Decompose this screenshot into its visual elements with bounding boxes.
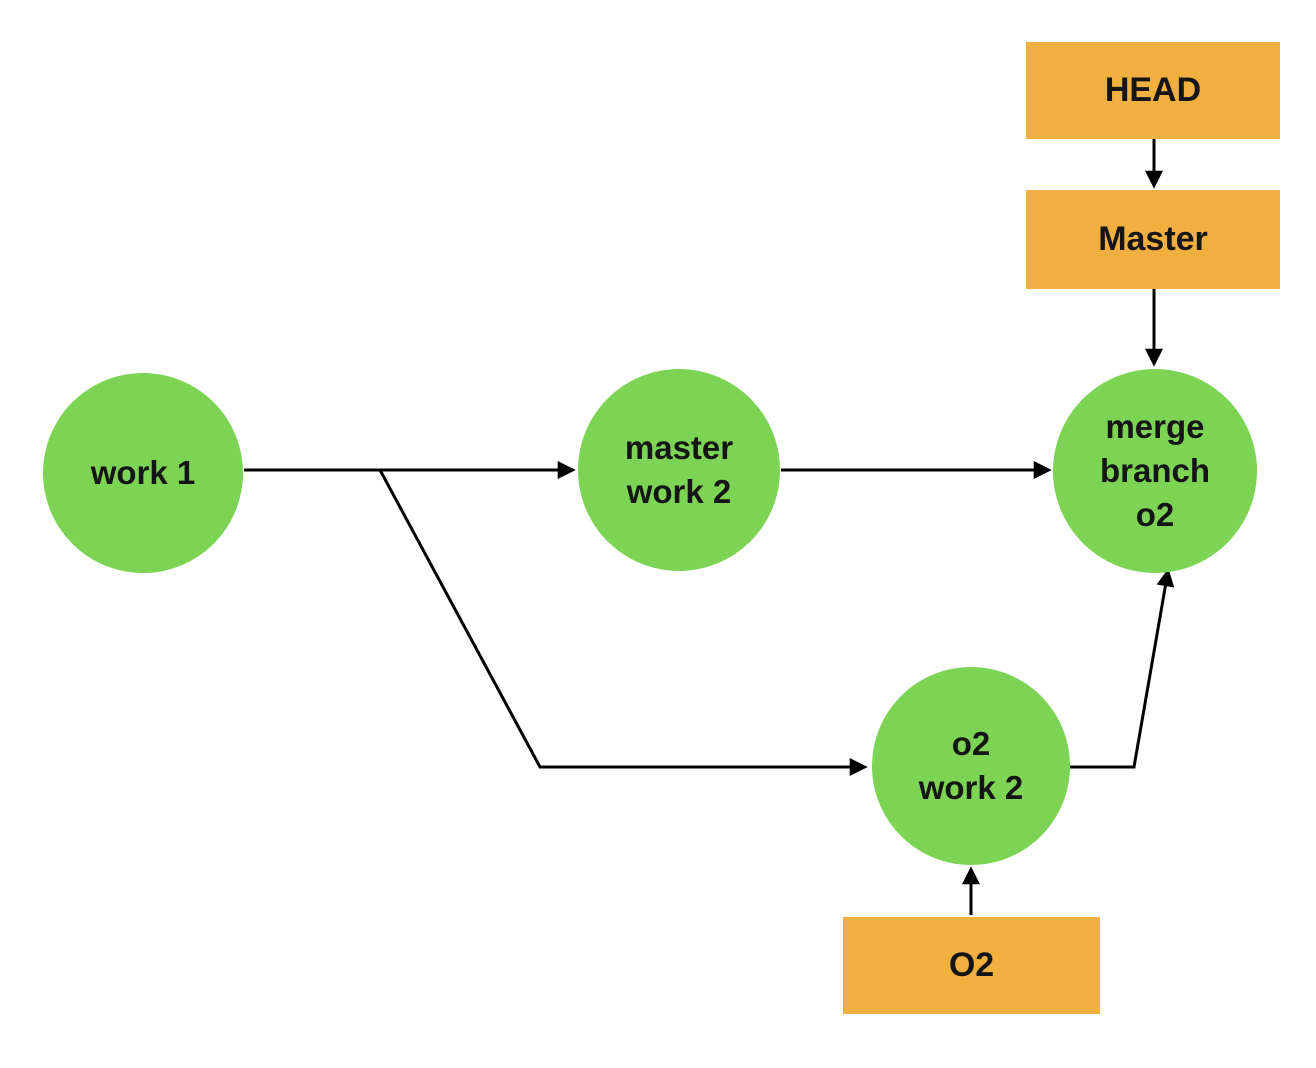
node-merge-branch-o2-label: merge branch o2	[1100, 405, 1210, 537]
node-master-work2: master work 2	[578, 369, 780, 571]
node-o2-work2-label: o2 work 2	[919, 722, 1024, 810]
pointer-box-head: HEAD	[1026, 42, 1280, 139]
node-merge-branch-o2: merge branch o2	[1053, 369, 1257, 573]
node-work1-label: work 1	[91, 451, 196, 495]
pointer-o2-label: O2	[948, 946, 995, 984]
node-o2-work2-line1: o2	[951, 725, 991, 762]
pointer-head-label: HEAD	[1104, 71, 1202, 109]
node-o2-work2-line2: work 2	[918, 769, 1024, 806]
edge-work1-to-o2work2	[378, 469, 868, 776]
node-merge-branch-o2-line1: merge	[1105, 408, 1205, 445]
node-merge-branch-o2-line3: o2	[1135, 496, 1175, 533]
node-master-work2-label: master work 2	[625, 426, 733, 514]
node-master-work2-line1: master	[624, 429, 734, 466]
pointer-box-master: Master	[1026, 190, 1280, 289]
pointer-box-o2: O2	[843, 917, 1100, 1014]
edge-o2work2-to-merge	[1070, 568, 1175, 769]
node-work1-line1: work 1	[90, 454, 196, 491]
node-merge-branch-o2-line2: branch	[1099, 452, 1211, 489]
pointer-master-label: Master	[1098, 220, 1208, 258]
node-master-work2-line2: work 2	[626, 473, 732, 510]
node-work1: work 1	[43, 373, 243, 573]
node-o2-work2: o2 work 2	[872, 667, 1070, 865]
